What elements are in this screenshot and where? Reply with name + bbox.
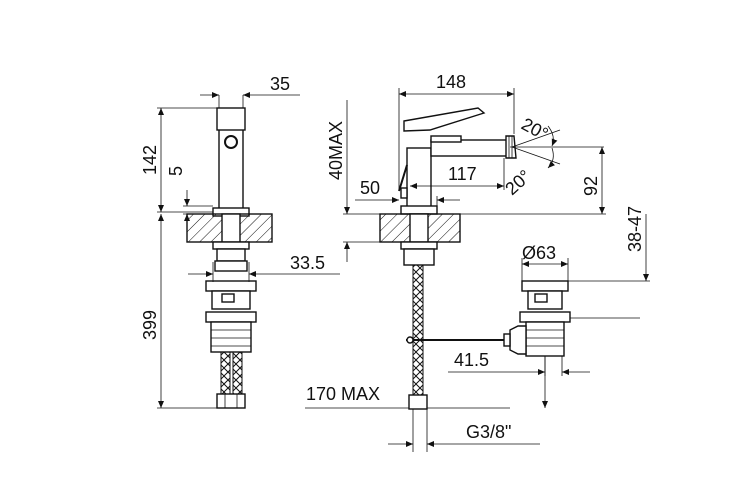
side-lever <box>216 107 246 131</box>
side-view: 35 142 5 399 33.5 <box>140 74 340 409</box>
dim-117-label: 117 <box>448 164 477 184</box>
dim-63-label: Ø63 <box>522 243 556 263</box>
side-waste-knob <box>221 293 235 303</box>
thread-size-label: G3/8" <box>466 422 511 442</box>
side-shank <box>221 213 241 243</box>
angle-20-bottom-label: 20° <box>501 166 535 199</box>
front-popup-rod <box>398 164 408 192</box>
dim-35-label: 35 <box>270 74 290 94</box>
dim-5-label: 5 <box>166 166 186 176</box>
front-hose <box>412 264 424 396</box>
side-aerator-icon <box>224 135 238 149</box>
front-waste-cap <box>521 280 569 292</box>
dim-92-label: 92 <box>581 176 601 196</box>
side-waste-cap <box>205 280 257 292</box>
dim-38-47-label: 38-47 <box>625 206 645 252</box>
front-nut <box>400 241 438 250</box>
front-lever <box>403 107 486 132</box>
side-nut <box>212 241 250 250</box>
front-waste-knob <box>534 293 548 303</box>
dim-399-label: 399 <box>140 310 160 340</box>
side-hose-fitting <box>216 393 246 409</box>
front-faucet-body <box>406 147 432 209</box>
dim-41-5-label: 41.5 <box>454 350 489 370</box>
front-base <box>400 205 438 215</box>
front-hose-fitting <box>408 394 428 410</box>
front-shank <box>409 213 429 243</box>
side-hose <box>220 351 231 395</box>
dim-148-label: 148 <box>436 72 466 92</box>
dim-33-5-label: 33.5 <box>290 253 325 273</box>
dim-50-label: 50 <box>360 178 380 198</box>
angle-20-top-label: 20° <box>518 114 551 144</box>
front-pivot-nut <box>509 325 527 355</box>
dim-170max-label: 170 MAX <box>306 384 380 404</box>
front-view: 148 40MAX 50 117 20° 20° 92 38-47 <box>305 72 650 452</box>
dim-40max-label: 40MAX <box>326 121 346 180</box>
dim-142-label: 142 <box>140 145 160 175</box>
